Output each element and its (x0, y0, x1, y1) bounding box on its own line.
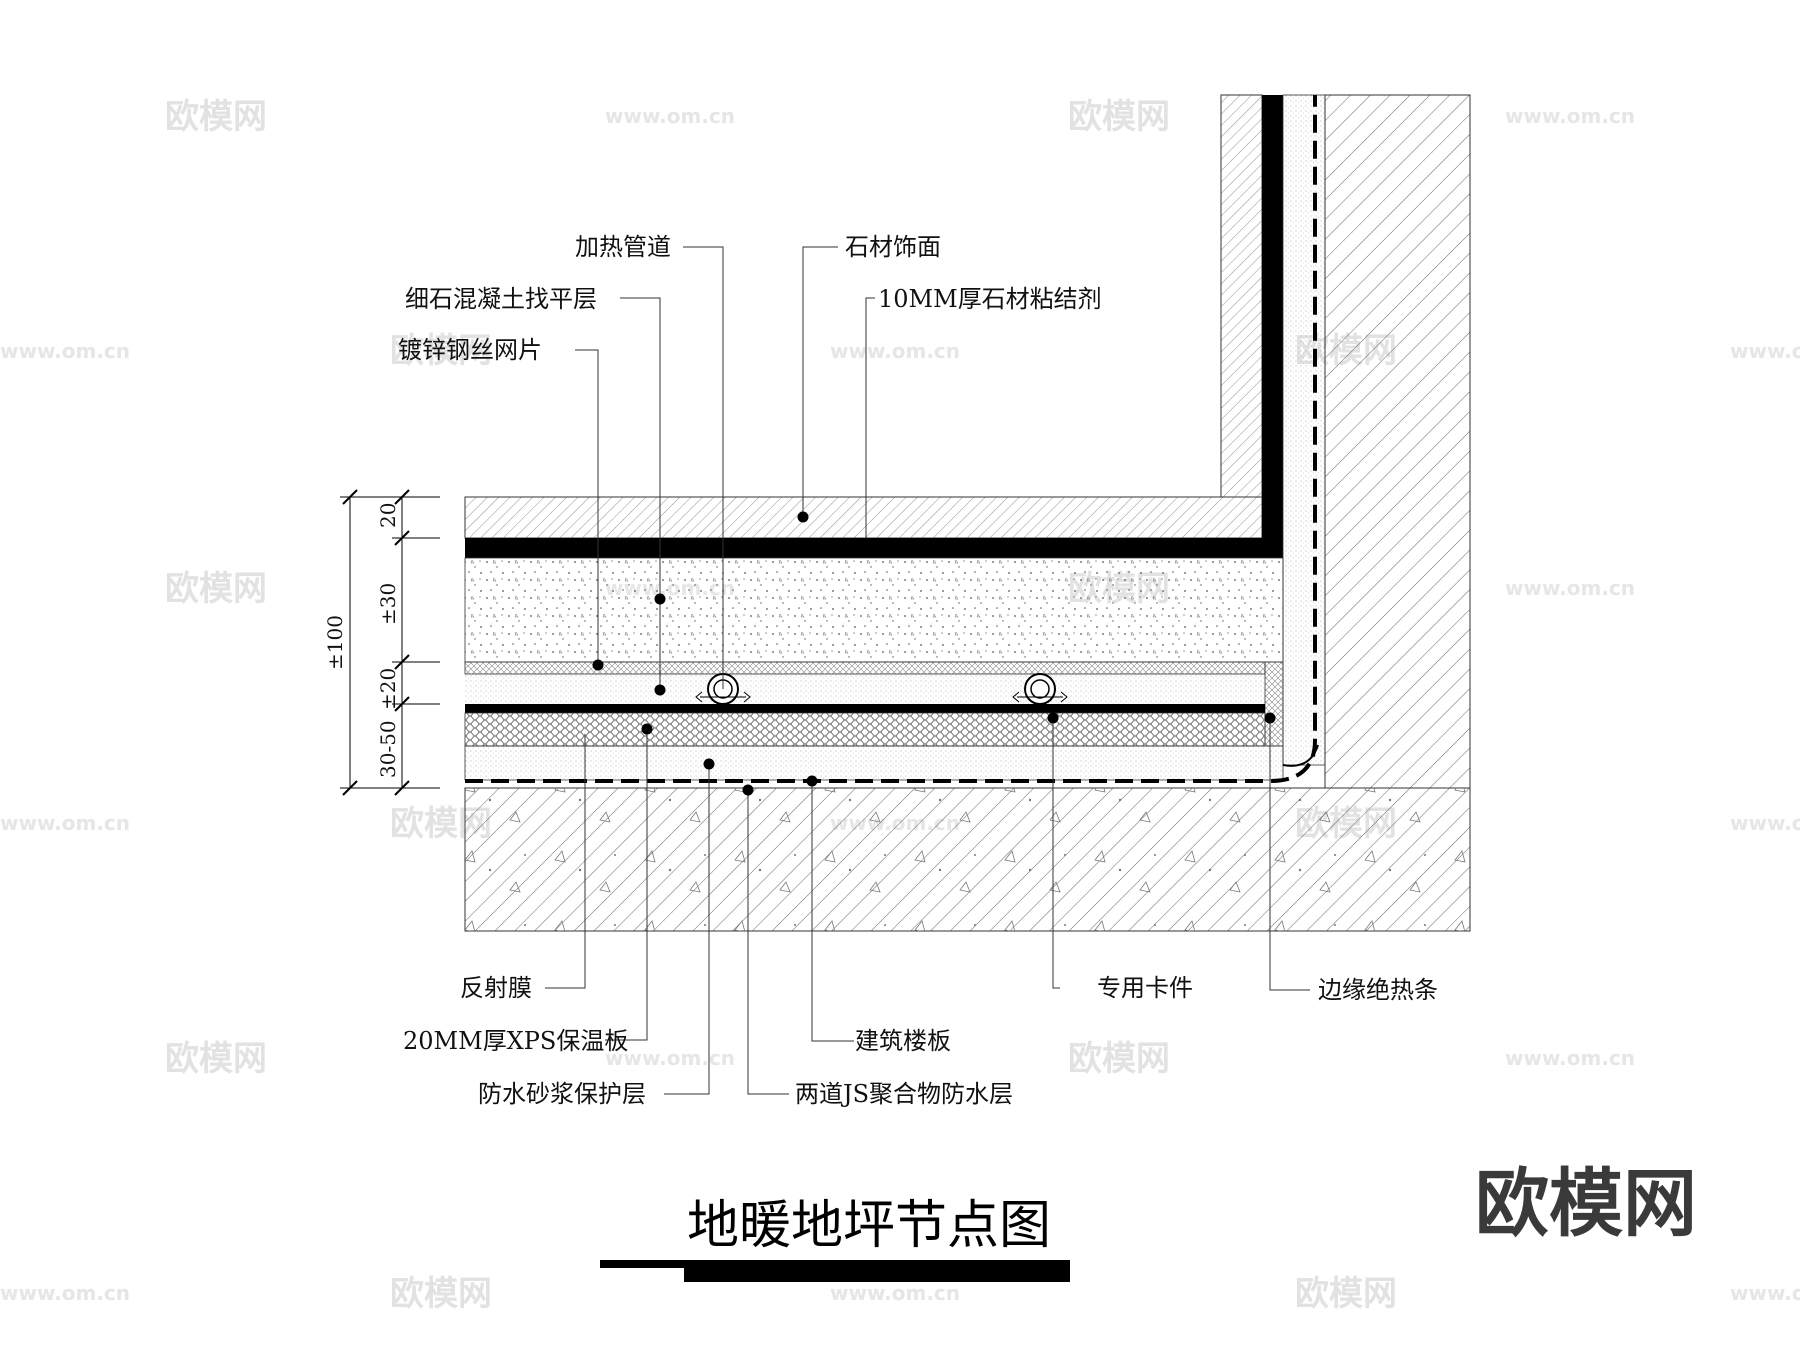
watermark-logo: 欧模网 (390, 331, 492, 371)
label-stone-finish: 石材饰面 (845, 233, 941, 261)
watermark-url: www.om.cn (605, 104, 735, 128)
leader-dot (703, 758, 715, 770)
label-js-waterproof: 两道JS聚合物防水层 (795, 1080, 1013, 1108)
leader-dot (641, 723, 653, 735)
watermark-logo: 欧模网 (165, 1039, 267, 1079)
watermark-url: www.om.cn (0, 1281, 130, 1305)
leader-dot (742, 784, 754, 796)
watermark-logo: 欧模网 (165, 569, 267, 609)
stone-finish-wall (1220, 94, 1263, 498)
leader-dot (806, 775, 818, 787)
dimension-stone: 20 (376, 503, 400, 528)
dimension-labels: ±100 20 ±30 ±20 30-50 (323, 503, 400, 778)
leader-dot (1264, 712, 1276, 724)
js-waterproof-layer (465, 95, 1317, 783)
leader-lines (545, 246, 1310, 1095)
watermark-logo: 欧模网 (165, 97, 267, 137)
wire-mesh-layer (464, 661, 1266, 675)
dimension-pipe: ±20 (376, 668, 400, 710)
label-reflective-film: 反射膜 (460, 974, 532, 1002)
heating-pipe (1012, 673, 1068, 705)
label-stone-adhesive: 10MM厚石材粘结剂 (878, 285, 1102, 313)
watermark-url: www.om.cn (0, 811, 130, 835)
fine-concrete-layer (464, 557, 1284, 663)
pipe-layer (465, 674, 1265, 704)
watermark-logo: 欧模网 (390, 1274, 492, 1314)
watermark-url: www.om.cn (1505, 1046, 1635, 1070)
dimension-total: ±100 (323, 615, 347, 670)
reflective-film (465, 704, 1265, 713)
leader-dot (1047, 712, 1059, 724)
label-heating-pipe: 加热管道 (575, 233, 671, 261)
leader-dot (654, 684, 666, 696)
waterproof-mortar (464, 745, 1284, 781)
label-edge-strip: 边缘绝热条 (1318, 976, 1438, 1004)
dimension-insulation: 30-50 (376, 720, 400, 778)
label-waterproof-mortar: 防水砂浆保护层 (478, 1080, 646, 1108)
watermark-url: www.om.cn (1505, 576, 1635, 600)
label-special-clip: 专用卡件 (1097, 974, 1193, 1002)
title-underline-thin (600, 1260, 1070, 1268)
dimension-group (340, 489, 440, 796)
stone-adhesive-layer (465, 538, 1283, 558)
label-fine-concrete: 细石混凝土找平层 (405, 285, 597, 313)
title-underline-thick (684, 1268, 1070, 1282)
floor-slab (464, 787, 1471, 932)
watermark-url: www.om.cn (1730, 1281, 1800, 1305)
watermark-logo: 欧模网 (1295, 1274, 1397, 1314)
watermark-logo: 欧模网 (1068, 1039, 1170, 1079)
watermark-url: www.om.cn (0, 339, 130, 363)
watermark-url: www.om.cn (1730, 811, 1800, 835)
xps-board (464, 712, 1266, 747)
label-floor-slab: 建筑楼板 (855, 1027, 951, 1055)
label-xps-board: 20MM厚XPS保温板 (403, 1027, 628, 1055)
leader-dot (592, 659, 604, 671)
watermark-url: www.om.cn (1505, 104, 1635, 128)
edge-insulation-strip (1264, 661, 1284, 747)
stone-adhesive-wall (1262, 95, 1283, 558)
leader-dot (654, 593, 666, 605)
leader-dot (797, 511, 809, 523)
leader-dots (592, 511, 1276, 796)
concrete-wall (1324, 94, 1471, 789)
corner-curve (1282, 744, 1319, 767)
stone-finish-floor (464, 496, 1263, 539)
watermark-url: www.om.cn (830, 339, 960, 363)
dimension-concrete: ±30 (376, 583, 400, 625)
annotation-labels: 加热管道 细石混凝土找平层 镀锌钢丝网片 石材饰面 10MM厚石材粘结剂 反射膜… (398, 233, 1438, 1108)
watermark-url: www.om.cn (830, 1281, 960, 1305)
section-structure (464, 94, 1471, 932)
brand-logo: 欧模网 (1475, 1161, 1697, 1247)
watermark-logo: 欧模网 (1068, 97, 1170, 137)
label-wire-mesh: 镀锌钢丝网片 (398, 336, 542, 364)
watermark-url: www.om.cn (1730, 339, 1800, 363)
wall-plaster (1282, 94, 1326, 766)
watermark-url: www.om.cn (605, 1046, 735, 1070)
drawing-title: 地暖地坪节点图 (687, 1196, 1051, 1256)
title-block: 地暖地坪节点图 (600, 1196, 1070, 1282)
